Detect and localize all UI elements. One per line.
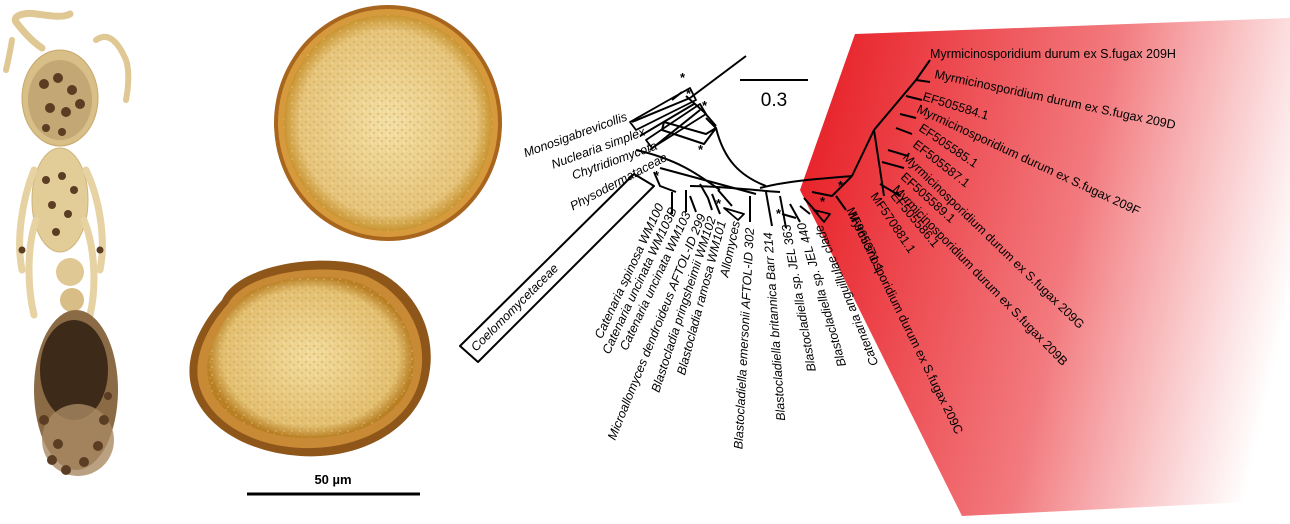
support-asterisk: * xyxy=(698,142,704,157)
tip-label: Blastocladiella emersonii AFTOL-ID 302 xyxy=(731,227,757,449)
micrograph-scale-bar: 50 µm xyxy=(247,472,420,496)
support-asterisk: * xyxy=(820,194,826,209)
spore-cyst-upper-image xyxy=(274,5,502,241)
phylogenetic-tree xyxy=(459,55,931,363)
spore-cyst-lower-image xyxy=(189,260,431,457)
tip-label: Blastocladiella britannica Barr 214 xyxy=(761,232,788,422)
tree-scale-bar: 0.3 xyxy=(740,79,808,111)
myrmicinosporidium-clade-highlight xyxy=(800,18,1290,516)
micrograph-scale-label: 50 µm xyxy=(314,472,351,487)
support-asterisk: * xyxy=(716,196,722,211)
tip-label: Coelomomycetaceae xyxy=(468,261,561,354)
support-asterisk: * xyxy=(838,178,844,193)
ant-specimen-image xyxy=(3,10,132,476)
support-asterisk: * xyxy=(702,98,708,113)
support-asterisk: * xyxy=(654,168,660,183)
tree-scale-label: 0.3 xyxy=(761,90,787,111)
tip-label: Myrmicinosporidium durum ex S.fugax 209H xyxy=(930,47,1176,61)
support-asterisk: * xyxy=(776,206,782,221)
support-asterisk: * xyxy=(680,70,686,85)
support-asterisk: * xyxy=(686,86,692,101)
support-values: * * * * * * * * * xyxy=(654,70,844,221)
